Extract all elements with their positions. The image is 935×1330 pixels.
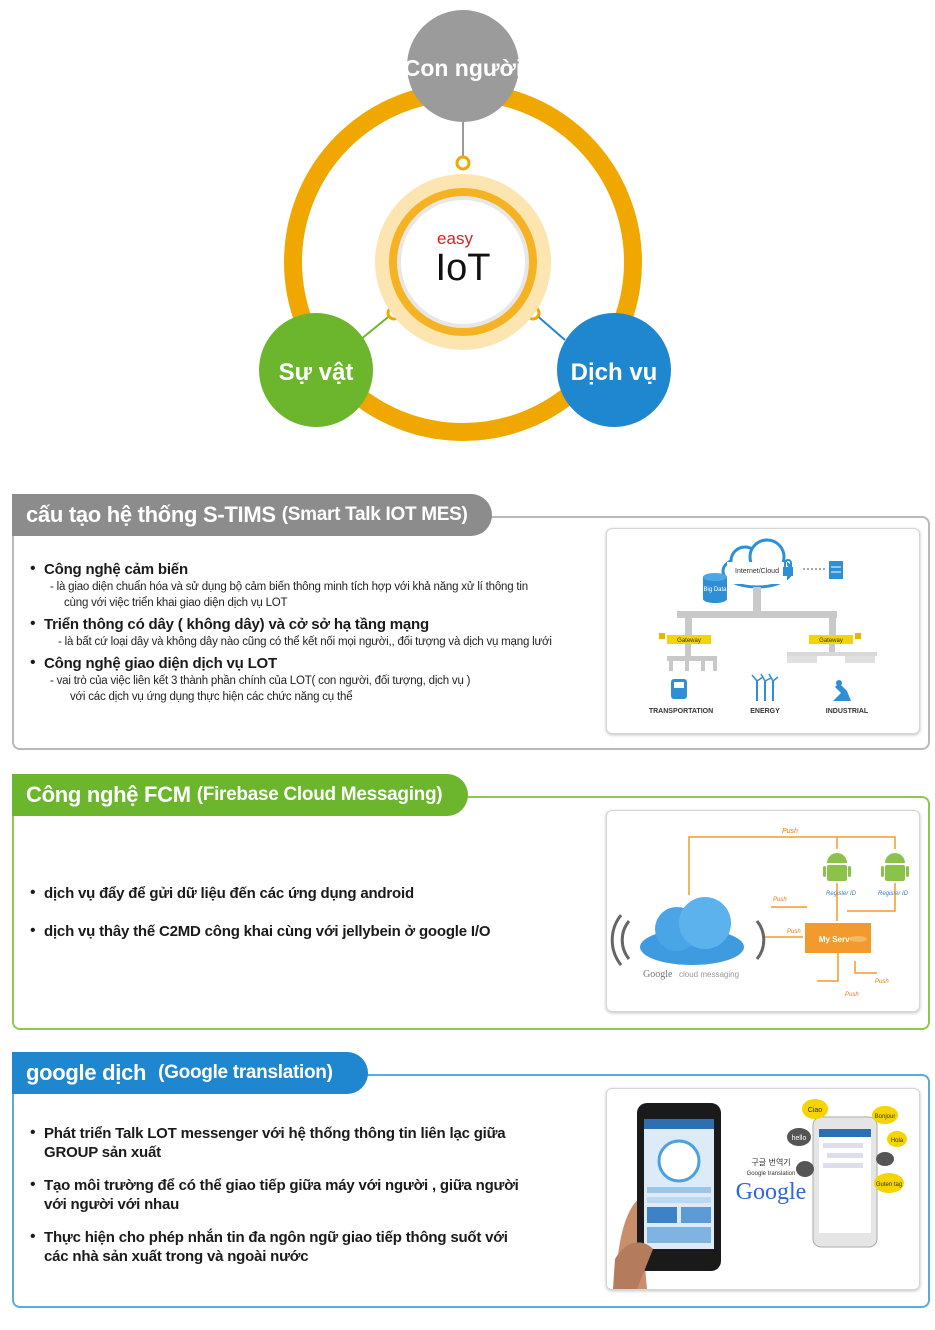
section-stims-tab: cấu tạo hệ thống S-TIMS (Smart Talk IOT … bbox=[12, 494, 492, 536]
label-energy: ENERGY bbox=[750, 708, 780, 715]
node-dich-vu-label: Dịch vụ bbox=[571, 359, 658, 386]
node-con-nguoi-label: Con người bbox=[404, 55, 523, 81]
google-translate-figure: Ciao hello Bonjour Hola Guten tag 구글 번역기… bbox=[606, 1088, 920, 1290]
iot-diagram: easy IoT Con người Sự vật Dịch vụ bbox=[259, 10, 671, 441]
list-item: Công nghệ giao diện dịch vụ LOT - vai tr… bbox=[30, 654, 610, 705]
svg-text:Big Data: Big Data bbox=[703, 587, 727, 593]
svg-text:Guten tag: Guten tag bbox=[876, 1182, 902, 1188]
database-icon bbox=[703, 573, 727, 603]
train-icon bbox=[671, 679, 687, 699]
cloud-icon bbox=[610, 897, 766, 966]
label-transportation: TRANSPORTATION bbox=[649, 708, 713, 715]
section-fcm-subtitle: (Firebase Cloud Messaging) bbox=[196, 784, 443, 805]
section-google-translate: google dịch (Google translation) Phát tr… bbox=[12, 1052, 930, 1308]
gateway-right bbox=[809, 635, 853, 644]
google-logo: Google bbox=[736, 1179, 807, 1205]
section-google-translate-list: Phát triển Talk LOT messenger với hệ thố… bbox=[30, 1124, 590, 1266]
fcm-figure: Push Register ID Register ID Push My Ser… bbox=[606, 810, 920, 1012]
section-stims-subtitle: (Smart Talk IOT MES) bbox=[281, 504, 468, 525]
korean-label: 구글 번역기 bbox=[751, 1157, 790, 1167]
section-fcm-tab: Công nghệ FCM (Firebase Cloud Messaging) bbox=[12, 774, 468, 816]
android-icon bbox=[881, 853, 909, 881]
section-stims-title: cấu tạo hệ thống S-TIMS bbox=[26, 502, 276, 527]
section-stims: cấu tạo hệ thống S-TIMS (Smart Talk IOT … bbox=[12, 494, 930, 750]
section-google-translate-tab: google dịch (Google translation) bbox=[12, 1052, 368, 1094]
svg-text:hello: hello bbox=[792, 1135, 807, 1142]
list-item: Tạo môi trường để có thể giao tiếp giữa … bbox=[30, 1176, 590, 1214]
svg-text:Bonjour: Bonjour bbox=[875, 1114, 896, 1120]
lock-icon bbox=[783, 559, 793, 576]
svg-text:Register ID: Register ID bbox=[826, 891, 857, 897]
list-item: Công nghệ cảm biến - là giao diện chuẩn … bbox=[30, 560, 610, 611]
server-icon bbox=[803, 561, 843, 579]
list-item: Phát triển Talk LOT messenger với hệ thố… bbox=[30, 1124, 590, 1162]
cloud-messaging-label: cloud messaging bbox=[679, 970, 739, 979]
speech-bubbles: Ciao hello Bonjour Hola Guten tag bbox=[787, 1099, 907, 1193]
svg-text:Gateway: Gateway bbox=[677, 638, 701, 644]
svg-text:My Server: My Server bbox=[819, 935, 857, 944]
svg-text:Hola: Hola bbox=[891, 1138, 904, 1144]
svg-text:Push: Push bbox=[875, 979, 889, 985]
svg-text:Ciao: Ciao bbox=[808, 1107, 823, 1114]
node-su-vat-label: Sự vật bbox=[279, 359, 354, 386]
google-translation-label: Google translation bbox=[747, 1171, 796, 1177]
node-su-vat bbox=[259, 313, 373, 427]
svg-text:Push: Push bbox=[773, 897, 787, 903]
node-dich-vu bbox=[557, 313, 671, 427]
robot-arm-icon bbox=[833, 680, 851, 701]
list-item: Triển thông có dây ( không dây) và cở sở… bbox=[30, 615, 610, 650]
node-con-nguoi bbox=[407, 10, 519, 122]
android-icon bbox=[823, 853, 851, 881]
list-item: dịch vụ đẩy để gửi dữ liệu đến các ứng d… bbox=[30, 884, 610, 903]
wind-turbine-icon bbox=[751, 673, 779, 701]
section-fcm-list: dịch vụ đẩy để gửi dữ liệu đến các ứng d… bbox=[30, 884, 610, 941]
svg-text:Register ID: Register ID bbox=[878, 891, 909, 897]
list-item: Thực hiện cho phép nhắn tin đa ngôn ngữ … bbox=[30, 1228, 590, 1266]
svg-text:Gateway: Gateway bbox=[819, 638, 843, 644]
svg-text:Push: Push bbox=[787, 929, 801, 935]
google-label: Google bbox=[643, 969, 673, 980]
svg-text:Push: Push bbox=[782, 828, 798, 835]
iot-network-figure: Internet/Cloud Big Data bbox=[606, 528, 920, 734]
section-google-translate-subtitle: (Google translation) bbox=[158, 1062, 333, 1083]
label-industrial: INDUSTRIAL bbox=[826, 708, 869, 715]
section-stims-list: Công nghệ cảm biến - là giao diện chuẩn … bbox=[30, 560, 610, 705]
database-icon bbox=[849, 936, 867, 953]
iot-label: IoT bbox=[436, 247, 491, 289]
section-fcm-title: Công nghệ FCM bbox=[26, 782, 191, 807]
svg-text:Push: Push bbox=[845, 992, 859, 998]
list-item: dịch vụ thây thế C2MD công khai cùng với… bbox=[30, 922, 610, 941]
cloud-icon bbox=[721, 538, 793, 589]
easy-label: easy bbox=[437, 229, 473, 248]
section-google-translate-title: google dịch bbox=[26, 1060, 147, 1085]
lock-icon bbox=[659, 633, 861, 639]
gateway-left bbox=[667, 635, 711, 644]
section-fcm: Công nghệ FCM (Firebase Cloud Messaging)… bbox=[12, 774, 930, 1030]
svg-text:Internet/Cloud: Internet/Cloud bbox=[735, 568, 779, 575]
